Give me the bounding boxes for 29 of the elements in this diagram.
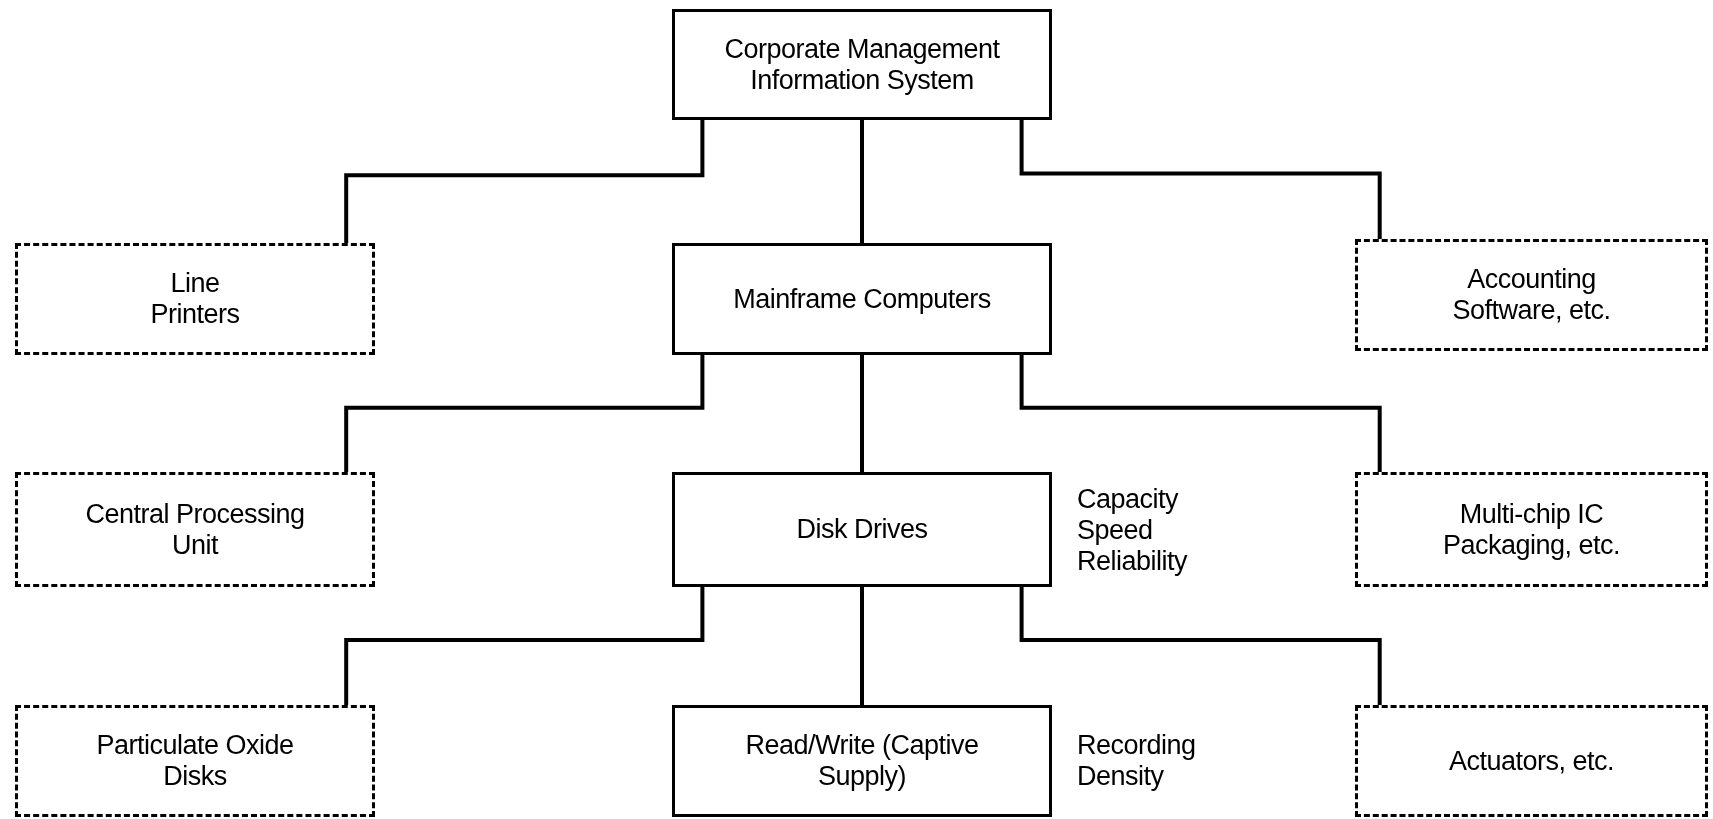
node-label: Corporate Management Information System [723, 33, 1001, 96]
node-label: Accounting Software, etc. [1451, 264, 1612, 326]
dashed-box [1355, 239, 1708, 351]
connector-line [1019, 355, 1382, 472]
node-label: Actuators, etc. [1448, 745, 1615, 777]
connector-line [1019, 120, 1382, 239]
process-box [672, 9, 1052, 120]
connector-line [860, 355, 864, 472]
node-label: Mainframe Computers [733, 283, 991, 315]
side-note: Recording Density [1077, 730, 1197, 792]
process-box [672, 243, 1052, 355]
connector-line [344, 355, 705, 472]
dashed-box [1355, 705, 1708, 817]
dashed-box [15, 243, 375, 355]
node-label: Read/Write (Captive Supply) [744, 730, 980, 792]
connector-line [860, 120, 864, 243]
dashed-box [15, 472, 375, 587]
dashed-box [15, 705, 375, 817]
dashed-box [1355, 472, 1708, 587]
side-note: Capacity Speed Reliability [1077, 483, 1189, 576]
connector-line [344, 120, 705, 243]
node-label: Multi-chip IC Packaging, etc. [1441, 498, 1622, 561]
node-label: Central Processing Unit [84, 498, 306, 561]
node-label: Line Printers [149, 268, 241, 330]
node-label: Particulate Oxide Disks [95, 730, 295, 792]
connector-line [1019, 587, 1382, 705]
node-label: Disk Drives [796, 514, 928, 545]
connector-line [860, 587, 864, 705]
connector-line [344, 587, 705, 705]
